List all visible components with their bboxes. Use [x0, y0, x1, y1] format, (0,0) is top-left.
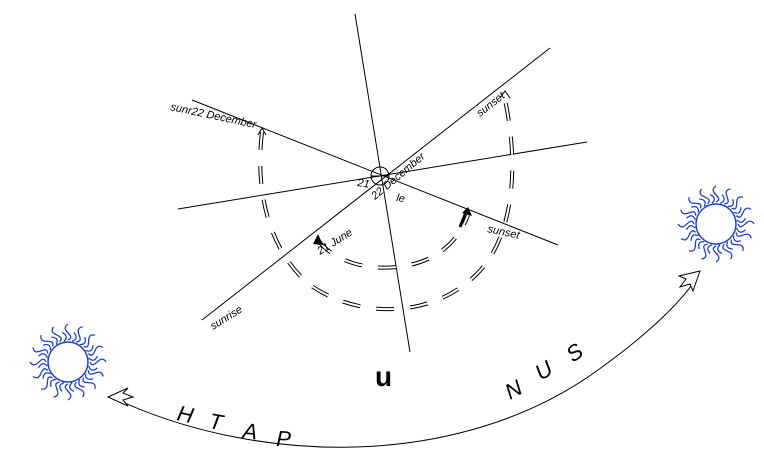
- sun-ray: [62, 333, 66, 342]
- sun-ray: [86, 345, 93, 351]
- sun-ray: [720, 195, 724, 204]
- label-center-21: 21: [356, 177, 371, 191]
- sun-ray: [734, 207, 741, 213]
- letter-p: P: [276, 426, 292, 452]
- sun-ray: [51, 337, 57, 344]
- sun-ray: [699, 199, 705, 206]
- label-center-le: le: [396, 192, 406, 205]
- sun-ray: [89, 356, 98, 360]
- sun-ray: [79, 380, 85, 387]
- left-sun-icon: [30, 324, 106, 400]
- letter-t: T: [207, 408, 226, 435]
- left-hollow-arrowhead-icon: [108, 388, 133, 406]
- label-sunrise-december: sunr22 December: [169, 101, 258, 131]
- sun-path-big-arc: [118, 276, 698, 447]
- sun-ray: [724, 189, 730, 204]
- arc-letters: H T A P N U S: [175, 338, 588, 452]
- letter-a: A: [239, 418, 258, 445]
- sun-ray: [736, 232, 751, 238]
- big-arrowheads: [108, 271, 700, 406]
- sun-ray: [691, 235, 698, 241]
- sun-ray: [710, 195, 714, 204]
- sun-ray: [737, 228, 746, 232]
- right-sun-icon: [678, 186, 754, 262]
- sun-ray: [43, 373, 50, 379]
- sun-ray: [60, 383, 64, 392]
- sun-ray: [718, 245, 722, 254]
- sun-ray: [702, 244, 708, 259]
- sun-ray: [39, 354, 48, 358]
- sun-ray: [727, 242, 733, 249]
- sun-ray: [39, 364, 48, 368]
- sun-ray: [737, 218, 746, 222]
- diagram-labels: sunr22 December sunset sunrise sunset 21…: [169, 89, 521, 392]
- sun-ray: [681, 210, 696, 216]
- north-glyph: u: [375, 361, 392, 392]
- letter-s: S: [561, 338, 588, 367]
- letter-u: U: [530, 356, 557, 386]
- sun-ray: [687, 226, 696, 230]
- sun-ray: [33, 348, 48, 354]
- sun-ray: [88, 370, 103, 376]
- sun-ray: [708, 245, 712, 254]
- sun-ray: [687, 216, 696, 220]
- label-sunrise-june: sunrise: [208, 304, 244, 333]
- label-sunset-june: sunset: [486, 223, 521, 242]
- sun-ray: [76, 327, 82, 342]
- letter-h: H: [175, 400, 196, 428]
- sun-ray: [70, 383, 74, 392]
- sun-ray: [54, 382, 60, 397]
- letter-n: N: [501, 375, 527, 405]
- sun-ray: [72, 333, 76, 342]
- sun-ray: [89, 366, 98, 370]
